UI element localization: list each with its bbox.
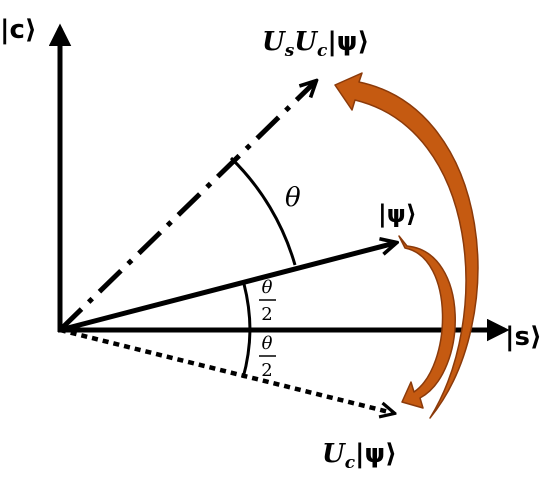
uc-ket: |ψ⟩ bbox=[355, 439, 397, 469]
c-axis-label: |c⟩ bbox=[0, 15, 37, 45]
reflection-arrow-small bbox=[398, 235, 456, 409]
psi-label: |ψ⟩ bbox=[378, 200, 417, 228]
theta-arc bbox=[229, 156, 297, 266]
reflection-arrow-large bbox=[334, 72, 479, 419]
half-theta-upper-denominator: 2 bbox=[261, 304, 272, 325]
half-theta-lower-denominator: 2 bbox=[261, 360, 272, 381]
half-theta-lower-numerator: θ bbox=[262, 333, 273, 354]
half-theta-arc-upper bbox=[242, 283, 252, 331]
s-axis-label: |s⟩ bbox=[505, 322, 542, 352]
us-subscript: s bbox=[284, 41, 295, 61]
uc-operator: U bbox=[294, 27, 318, 57]
usuc-psi-vector bbox=[58, 82, 315, 332]
half-theta-upper: θ 2 bbox=[259, 277, 276, 325]
uc-psi-vector bbox=[59, 327, 393, 413]
half-theta-upper-numerator: θ bbox=[262, 277, 273, 298]
uc-psi-label: Uc|ψ⟩ bbox=[322, 439, 397, 473]
half-theta-arc-lower bbox=[241, 329, 252, 379]
theta-label: θ bbox=[285, 183, 301, 213]
usuc-psi-label: UsUc|ψ⟩ bbox=[262, 27, 369, 61]
uc-subscript: c bbox=[317, 41, 328, 61]
us-operator: U bbox=[262, 27, 286, 57]
uc-operator-lower: U bbox=[322, 439, 346, 469]
uc-subscript-lower: c bbox=[345, 453, 356, 473]
usuc-ket: |ψ⟩ bbox=[327, 27, 369, 57]
psi-vector bbox=[59, 243, 395, 333]
half-theta-lower: θ 2 bbox=[259, 333, 276, 381]
